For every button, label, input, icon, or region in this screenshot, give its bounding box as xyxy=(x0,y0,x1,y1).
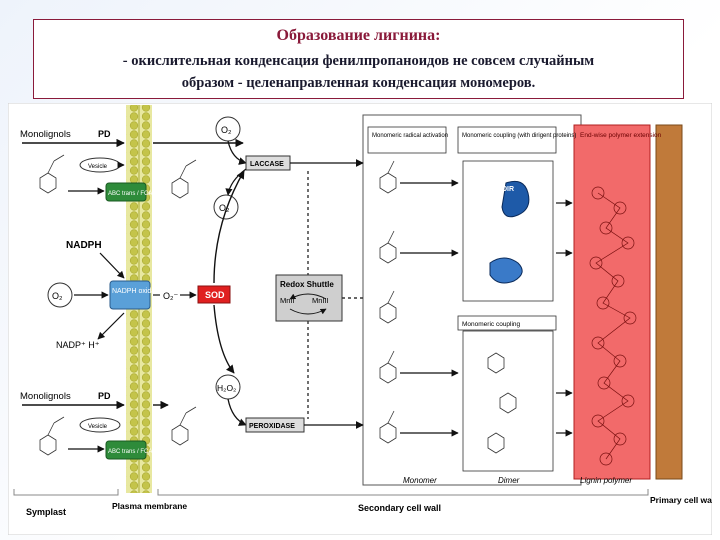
label-end-wise: End-wise polymer extension xyxy=(580,132,662,139)
label-dir: DIR xyxy=(502,186,514,193)
label-abc-bottom: ABC trans / FCA xyxy=(108,449,152,455)
label-o2-minus: O₂⁻ xyxy=(163,291,178,301)
label-lignin-polymer: Lignin polymer xyxy=(580,476,632,485)
header-coupling-dirigent xyxy=(457,126,557,154)
label-mn2: MnII xyxy=(280,296,295,305)
header-radical-activation xyxy=(367,126,447,154)
label-redox-shuttle: Redox Shuttle xyxy=(280,280,334,289)
dir-protein-bottom xyxy=(489,257,523,284)
title-box: Образование лигнина: - окислительная кон… xyxy=(33,19,684,99)
lignin-polymer-column xyxy=(573,124,651,480)
label-laccase: LACCASE xyxy=(250,161,284,168)
label-mn3: MnIII xyxy=(312,296,329,305)
bottom-brackets xyxy=(13,489,649,496)
label-nadph: NADPH xyxy=(66,240,102,251)
label-monolignols-top: Monolignols xyxy=(20,129,71,140)
label-monomer: Monomer xyxy=(403,476,437,485)
dir-protein-top xyxy=(501,180,530,218)
primary-wall-column xyxy=(655,124,683,480)
abc-transporter-top xyxy=(105,182,147,202)
dimer-structures xyxy=(487,352,517,454)
label-nadph-oxidase: NADPH oxidase xyxy=(112,288,163,295)
label-pd-top: PD xyxy=(98,129,111,139)
monolignol-structure-bottom-mid xyxy=(171,406,197,446)
label-peroxidase: PEROXIDASE xyxy=(249,423,295,430)
vesicle-bottom xyxy=(79,417,121,433)
o2-circle-left xyxy=(47,282,73,308)
slide-subtitle-line2: образом - целенаправленная конденсация м… xyxy=(181,75,536,91)
label-pd-bottom: PD xyxy=(98,391,111,401)
label-o2-mid: O₂ xyxy=(219,203,230,213)
label-monomeric-radical: Monomeric radical activation xyxy=(372,133,448,139)
label-primary-cell-wall: Primary cell wall xyxy=(650,495,712,505)
monolignol-structure-top-mid xyxy=(171,159,197,199)
label-monomeric-coupling-dirigent: Monomeric coupling (with dirigent protei… xyxy=(462,133,576,139)
label-secondary-cell-wall: Secondary cell wall xyxy=(358,503,441,513)
header-coupling xyxy=(457,315,557,331)
abc-transporter-bottom xyxy=(105,440,147,460)
redox-shuttle-box xyxy=(275,274,343,322)
monolignol-structure-bottom-left xyxy=(39,416,65,456)
label-vesicle-top: Vesicle xyxy=(88,164,108,170)
label-dimer: Dimer xyxy=(498,476,520,485)
coupling-panel xyxy=(462,330,554,472)
slide-title: Образование лигнина: xyxy=(276,27,441,44)
label-abc-top: ABC trans / FCA xyxy=(108,191,152,197)
label-nadp: NADP⁺ H⁺ xyxy=(56,340,100,350)
label-monomeric-coupling: Monomeric coupling xyxy=(462,321,521,328)
label-o2-left: O₂ xyxy=(52,291,63,301)
slide-subtitle-line1: - окислительная конденсация фенилпропано… xyxy=(122,53,595,69)
label-plasma-membrane-1: Plasma membrane xyxy=(112,501,187,511)
label-o2-top: O₂ xyxy=(221,125,232,135)
label-symplast: Symplast xyxy=(26,507,66,517)
label-h2o2: H₂O₂ xyxy=(217,383,236,393)
label-vesicle-bottom: Vesicle xyxy=(88,424,108,430)
monomer-structures xyxy=(379,160,397,444)
label-sod: SOD xyxy=(205,290,225,300)
lignin-pathway-figure: Monolignols PD Vesicle ABC trans / FCA N… xyxy=(7,102,717,536)
sod-box xyxy=(197,285,231,304)
label-monolignols-bottom: Monolignols xyxy=(20,391,71,402)
nadph-oxidase-box xyxy=(109,280,151,310)
monolignol-structure-top-left xyxy=(39,154,65,194)
